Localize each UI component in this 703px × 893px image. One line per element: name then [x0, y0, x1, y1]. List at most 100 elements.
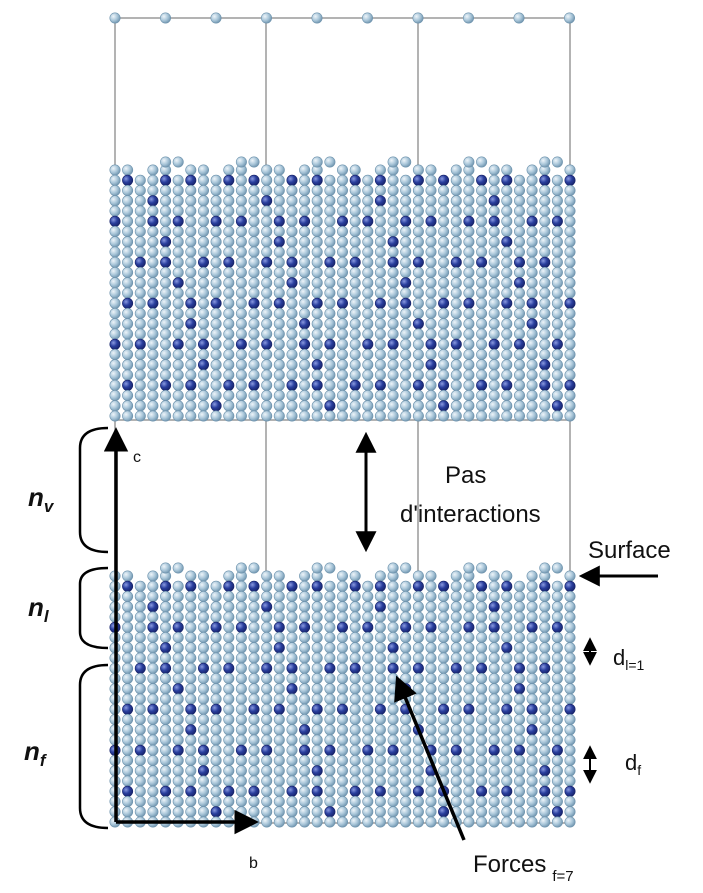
- light-atom: [336, 806, 348, 818]
- light-atom: [450, 765, 462, 777]
- dark-atom: [463, 215, 475, 227]
- dark-atom: [412, 580, 424, 592]
- light-atom: [539, 185, 551, 197]
- light-atom: [147, 359, 159, 371]
- light-atom: [400, 348, 412, 360]
- light-atom: [362, 601, 374, 613]
- light-atom: [501, 246, 513, 258]
- light-atom: [463, 693, 475, 705]
- light-atom: [198, 580, 210, 592]
- light-atom: [513, 307, 525, 319]
- light-atom: [488, 642, 500, 654]
- light-atom: [122, 765, 134, 777]
- dark-atom: [109, 338, 121, 350]
- light-atom: [412, 185, 424, 197]
- light-atom: [134, 246, 146, 258]
- light-atom: [387, 703, 399, 715]
- light-atom: [551, 590, 563, 602]
- light-atom: [374, 754, 386, 766]
- light-atom: [223, 775, 235, 787]
- dark-atom: [299, 318, 311, 330]
- light-atom: [425, 226, 437, 238]
- light-atom: [349, 765, 361, 777]
- dark-atom: [134, 256, 146, 268]
- light-atom: [501, 590, 513, 602]
- light-atom: [400, 562, 412, 574]
- light-atom: [172, 328, 184, 340]
- dark-atom: [147, 195, 159, 207]
- light-atom: [160, 226, 172, 238]
- light-atom: [412, 683, 424, 695]
- light-atom: [425, 734, 437, 746]
- light-atom: [134, 806, 146, 818]
- light-atom: [324, 734, 336, 746]
- light-atom: [501, 744, 513, 756]
- light-atom: [374, 205, 386, 217]
- light-atom: [488, 256, 500, 268]
- light-atom: [438, 652, 450, 664]
- light-atom: [438, 205, 450, 217]
- light-atom: [564, 734, 576, 746]
- light-atom: [387, 672, 399, 684]
- light-atom: [425, 328, 437, 340]
- light-atom: [450, 266, 462, 278]
- light-atom: [273, 307, 285, 319]
- light-atom: [286, 246, 298, 258]
- dark-atom: [172, 683, 184, 695]
- light-atom: [362, 693, 374, 705]
- light-atom: [513, 400, 525, 412]
- light-atom: [311, 816, 323, 828]
- light-atom: [160, 277, 172, 289]
- light-atom: [501, 662, 513, 674]
- light-atom: [387, 174, 399, 186]
- light-atom: [438, 672, 450, 684]
- light-atom: [299, 754, 311, 766]
- light-atom: [299, 775, 311, 787]
- light-atom: [412, 631, 424, 643]
- dl-label: dl=1: [613, 645, 645, 673]
- light-atom: [324, 703, 336, 715]
- light-atom: [463, 713, 475, 725]
- light-atom: [261, 410, 273, 422]
- dark-atom: [374, 703, 386, 715]
- light-atom: [513, 611, 525, 623]
- light-atom: [400, 226, 412, 238]
- light-atom: [551, 672, 563, 684]
- light-atom: [286, 266, 298, 278]
- light-atom: [488, 287, 500, 299]
- light-atom: [387, 328, 399, 340]
- light-atom: [248, 359, 260, 371]
- light-atom: [261, 621, 273, 633]
- light-atom: [450, 601, 462, 613]
- dark-atom: [286, 580, 298, 592]
- light-atom: [235, 277, 247, 289]
- light-atom: [299, 174, 311, 186]
- light-atom: [122, 754, 134, 766]
- light-atom: [134, 379, 146, 391]
- light-atom: [261, 307, 273, 319]
- light-atom: [273, 631, 285, 643]
- light-atom: [223, 338, 235, 350]
- light-atom: [551, 795, 563, 807]
- light-atom: [564, 410, 576, 422]
- light-atom: [223, 765, 235, 777]
- light-atom: [412, 795, 424, 807]
- light-atom: [425, 277, 437, 289]
- light-atom: [185, 369, 197, 381]
- light-atom: [122, 410, 134, 422]
- light-atom: [501, 226, 513, 238]
- interaction-label-line1: Pas: [445, 462, 486, 489]
- light-atom: [147, 806, 159, 818]
- dark-atom: [476, 785, 488, 797]
- dark-atom: [261, 195, 273, 207]
- light-atom: [210, 205, 222, 217]
- light-atom: [210, 307, 222, 319]
- light-atom: [564, 246, 576, 258]
- light-atom: [349, 713, 361, 725]
- light-atom: [564, 744, 576, 756]
- light-atom: [299, 601, 311, 613]
- light-atom: [564, 662, 576, 674]
- light-atom: [488, 359, 500, 371]
- light-atom: [362, 703, 374, 715]
- dark-atom: [223, 256, 235, 268]
